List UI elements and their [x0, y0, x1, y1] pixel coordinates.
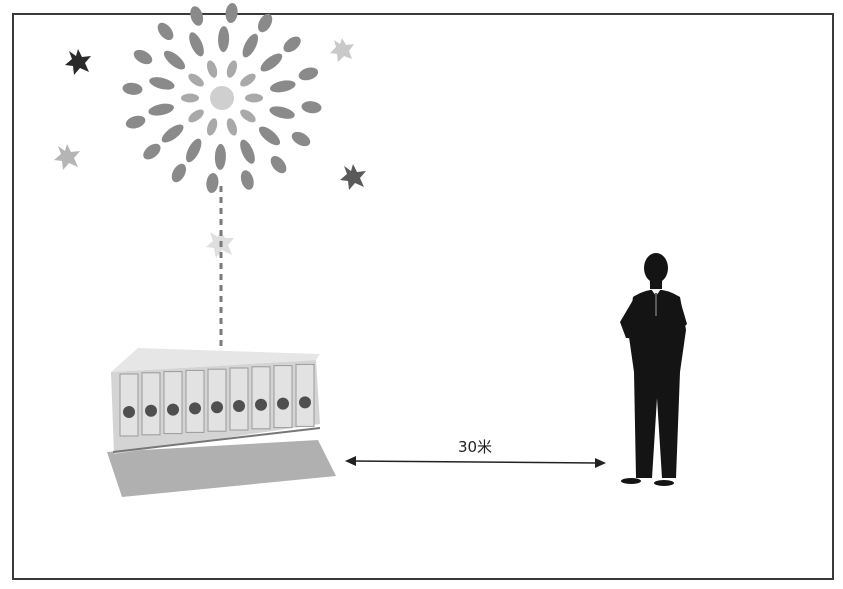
firework-petal	[245, 93, 263, 103]
firework-petal	[189, 32, 204, 57]
firework-petal	[148, 103, 174, 116]
firework-petal	[258, 126, 281, 146]
burst-core	[210, 86, 234, 110]
firework-petal	[270, 155, 287, 174]
firework-petal	[242, 33, 258, 58]
firework-tube	[251, 366, 271, 430]
firework-petal	[226, 118, 238, 136]
firework-petal	[291, 131, 311, 147]
firework-petal	[218, 26, 230, 53]
firework-petal	[149, 77, 175, 90]
firework-tube	[273, 365, 293, 429]
firework-tube	[141, 372, 161, 436]
firework-petal	[283, 36, 301, 53]
firework-petal	[206, 60, 218, 78]
firework-petal	[301, 101, 322, 114]
firework-petal	[143, 143, 161, 160]
firework-petal	[298, 67, 319, 81]
firework-petal	[163, 50, 186, 70]
firework-tube	[207, 368, 227, 432]
firework-tube	[119, 373, 139, 437]
firework-petal	[226, 60, 238, 78]
firework-petal	[206, 118, 218, 136]
firework-tube	[229, 367, 249, 431]
firework-petal	[133, 49, 153, 65]
firework-petal	[214, 143, 226, 170]
firework-petal	[157, 22, 174, 41]
star-burst-icon	[65, 49, 91, 75]
firework-petal	[125, 115, 146, 129]
firework-petal	[188, 73, 204, 87]
firework-petal	[240, 170, 254, 190]
firework-petal	[161, 124, 184, 143]
firework-petal	[122, 82, 143, 95]
firework-petal	[269, 106, 295, 119]
diagram-frame	[12, 13, 834, 580]
firework-petal	[186, 138, 202, 163]
star-burst-icon	[54, 144, 80, 170]
person-silhouette-icon	[620, 253, 687, 486]
firework-petal	[206, 173, 219, 193]
firework-tube	[295, 363, 315, 427]
firework-petal	[240, 139, 255, 164]
firework-tube	[163, 371, 183, 435]
firework-petal	[240, 73, 256, 87]
star-burst-icon	[340, 164, 366, 190]
firework-burst-icon	[122, 3, 322, 193]
firework-petal	[181, 93, 199, 103]
star-burst-icon	[330, 38, 354, 62]
firework-petal	[188, 109, 204, 123]
firework-petal	[257, 13, 273, 33]
firework-petal	[225, 3, 238, 23]
firework-petal	[240, 109, 256, 123]
firework-petal	[190, 6, 204, 26]
firework-petal	[171, 163, 187, 183]
firework-petal	[270, 80, 296, 93]
fireworks-cake-box-icon	[105, 348, 336, 497]
firework-tube	[185, 369, 205, 433]
double-arrow-icon	[345, 456, 606, 468]
distance-label: 30米	[457, 438, 493, 456]
firework-petal	[260, 53, 283, 72]
